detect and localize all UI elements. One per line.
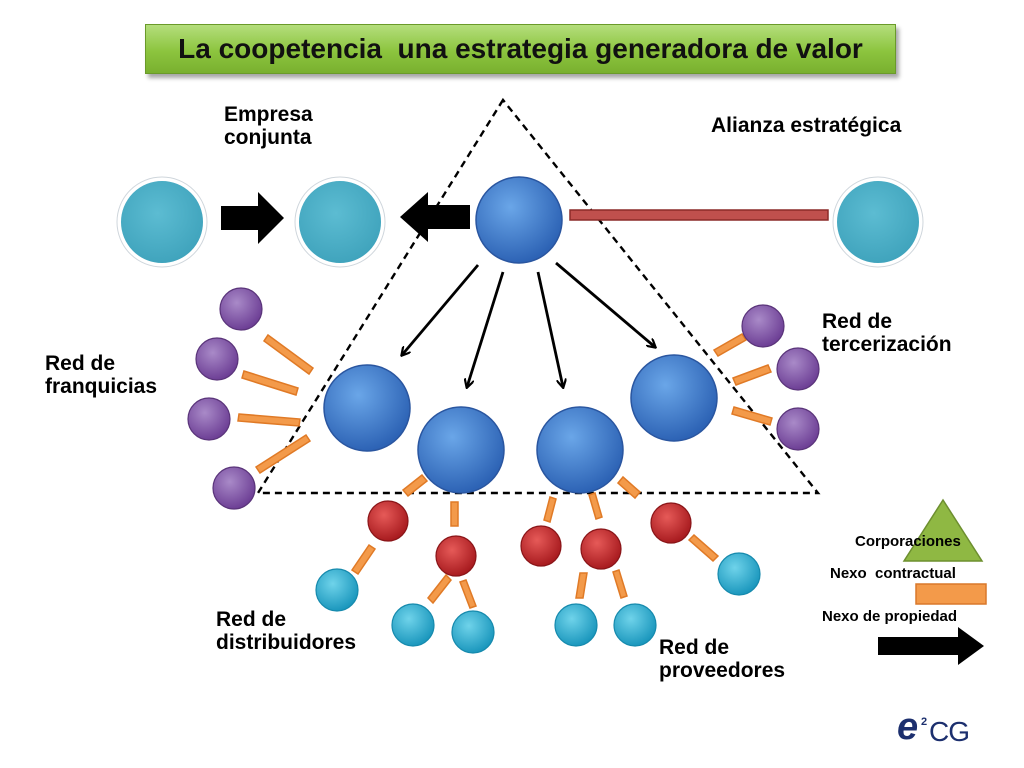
legend-corporations-triangle [902, 498, 984, 562]
supplier-node [650, 502, 692, 544]
subsidiary-1 [323, 364, 411, 452]
label-line: Empresa [224, 103, 313, 126]
label-line: Red de [45, 352, 116, 375]
parent-corporation [475, 176, 563, 264]
outsourcing-node [741, 304, 785, 348]
outsourcing-node [776, 347, 820, 391]
outsourcing-node [776, 407, 820, 451]
ownership-arrow-3 [536, 271, 563, 387]
supplier-endpoint [717, 552, 761, 596]
supplier-node [520, 525, 562, 567]
title-banner: La coopetencia una estrategia generadora… [145, 24, 896, 74]
label-line: conjunta [224, 126, 312, 149]
label-line: Red de [822, 310, 893, 333]
franchise-node [195, 337, 239, 381]
partner-company-left [117, 177, 207, 267]
legend-corporations-label: Corporaciones [855, 533, 961, 550]
ownership-arrow-right [221, 192, 284, 244]
franchise-node [187, 397, 231, 441]
label-line: franquicias [45, 375, 158, 398]
subsidiary-4 [630, 354, 718, 442]
ownership-arrow-4 [555, 261, 655, 347]
ownership-arrow-left [400, 192, 470, 242]
distributor-node [435, 535, 477, 577]
label-empresa-conjunta: Empresa conjunta [224, 103, 313, 149]
supplier-endpoint [554, 603, 598, 647]
label-line: proveedores [659, 659, 786, 682]
label-line: Red de [659, 636, 730, 659]
logo-text: CG [929, 716, 970, 747]
subsidiary-3 [536, 406, 624, 494]
label-line: tercerización [822, 333, 952, 356]
alliance-link [569, 209, 829, 221]
label-line: distribuidores [216, 631, 357, 654]
label-tercerizacion: Red de tercerización [822, 310, 952, 356]
alliance-partner [833, 177, 923, 267]
corporation-triangle [255, 97, 821, 495]
ownership-arrow-2 [467, 271, 505, 387]
legend-ownership-label: Nexo de propiedad [822, 608, 958, 625]
joint-venture-company [295, 177, 385, 267]
label-franquicias: Red de franquicias [45, 352, 157, 398]
contract-links [237, 333, 773, 609]
distributor-node [367, 500, 409, 542]
legend-contract-bar [915, 583, 987, 605]
logo-superscript: 2 [921, 716, 928, 728]
label-proveedores: Red de proveedores [659, 636, 785, 682]
subsidiary-2 [417, 406, 505, 494]
e2cg-logo: e 2 CG [897, 706, 987, 750]
supplier-node [580, 528, 622, 570]
legend-contract-label: Nexo contractual [830, 565, 956, 582]
supplier-endpoint [613, 603, 657, 647]
distributor-endpoint [315, 568, 359, 612]
franchise-node [219, 287, 263, 331]
franchise-node [212, 466, 256, 510]
logo-letter: e [897, 706, 919, 748]
legend-ownership-arrow [878, 627, 984, 665]
distributor-endpoint [391, 603, 435, 647]
label-alianza: Alianza estratégica [711, 114, 902, 137]
label-line: Red de [216, 608, 287, 631]
ownership-arrow-1 [402, 264, 480, 355]
distributor-endpoint [451, 610, 495, 654]
page-title: La coopetencia una estrategia generadora… [178, 33, 863, 64]
label-distribuidores: Red de distribuidores [216, 608, 356, 654]
